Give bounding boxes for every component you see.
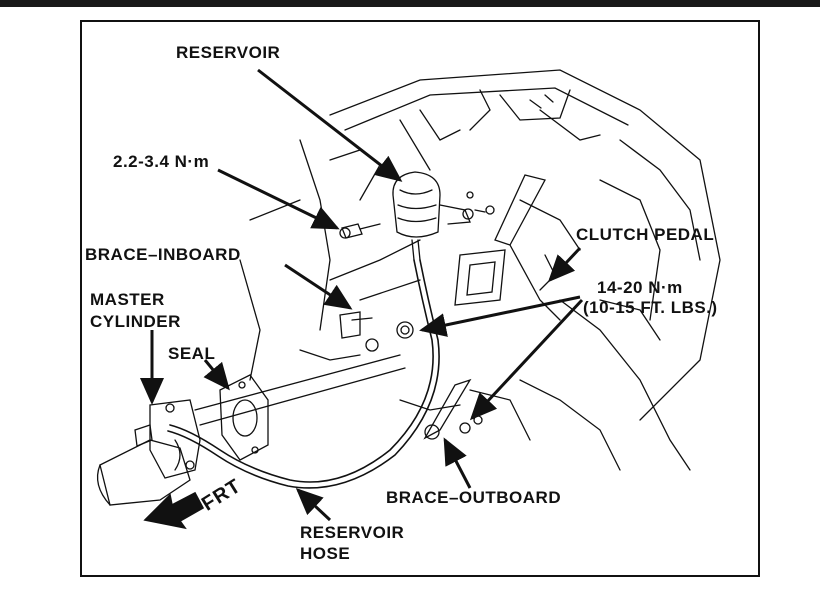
label-reservoir-hose-line1: RESERVOIR <box>300 523 405 542</box>
label-master-cylinder-line2: CYLINDER <box>90 312 181 331</box>
brace-outboard-part <box>423 378 483 440</box>
label-brace-outboard: BRACE–OUTBOARD <box>386 488 562 507</box>
leader-torque-large-b <box>469 298 584 421</box>
mount-bolts <box>466 191 495 215</box>
label-reservoir-hose-line2: HOSE <box>300 544 351 563</box>
top-rule <box>0 0 820 7</box>
leader-torque-small <box>217 168 340 230</box>
label-seal: SEAL <box>168 344 216 363</box>
label-reservoir: RESERVOIR <box>176 43 281 62</box>
label-clutch-pedal: CLUTCH PEDAL <box>576 225 715 244</box>
brace-inboard-part <box>339 311 414 352</box>
diagram-frame <box>80 20 760 577</box>
leader-reservoir-hose <box>295 487 332 522</box>
clutch-pedal-part <box>454 174 561 321</box>
seal-part <box>219 374 269 461</box>
leader-seal <box>203 359 230 391</box>
bolt-small <box>339 223 381 239</box>
leader-reservoir <box>257 68 403 182</box>
label-torque-large-line1: 14-20 N·m <box>597 278 683 297</box>
label-torque-large-line2: (10-15 FT. LBS.) <box>583 298 718 317</box>
label-brace-inboard: BRACE–INBOARD <box>85 245 241 264</box>
label-master-cylinder-line1: MASTER <box>90 290 165 309</box>
leader-brace-outboard <box>443 437 472 489</box>
front-arrow <box>143 491 205 530</box>
label-torque-small: 2.2-3.4 N·m <box>113 152 210 171</box>
leader-brace-inboard <box>284 263 353 310</box>
leader-clutch-pedal <box>547 246 582 283</box>
leader-torque-large-a <box>419 295 581 337</box>
reservoir-hose-part <box>167 259 440 489</box>
master-cylinder-part <box>96 354 406 506</box>
